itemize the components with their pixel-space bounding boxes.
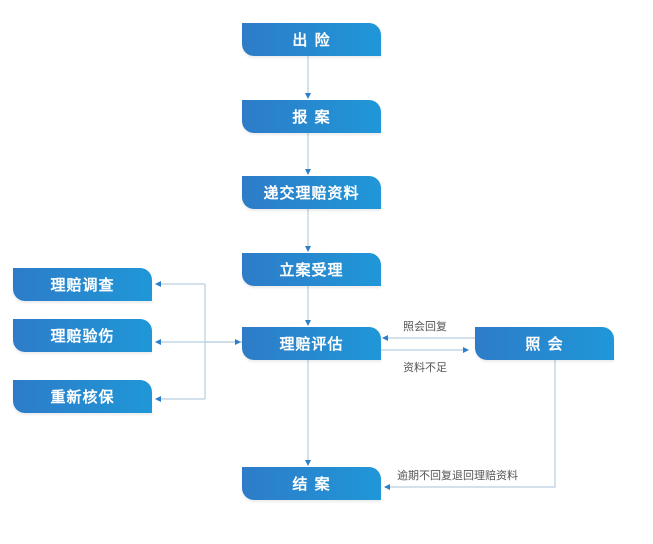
node-zhaohui: 照 会: [475, 327, 614, 360]
node-hebao: 重新核保: [13, 380, 152, 413]
node-dijiao: 递交理赔资料: [242, 176, 381, 209]
node-lian: 立案受理: [242, 253, 381, 286]
label-reply: 照会回复: [403, 320, 447, 333]
edge-overdue: [384, 360, 556, 490]
node-yanshang: 理赔验伤: [13, 319, 152, 352]
label-overdue: 逾期不回复退回理赔资料: [397, 469, 518, 482]
node-baoan: 报 案: [242, 100, 381, 133]
label-insufficient: 资料不足: [403, 361, 447, 374]
node-diaocha: 理赔调查: [13, 268, 152, 301]
node-chuxian: 出 险: [242, 23, 381, 56]
node-pinggu: 理赔评估: [242, 327, 381, 360]
node-jiean: 结 案: [242, 467, 381, 500]
